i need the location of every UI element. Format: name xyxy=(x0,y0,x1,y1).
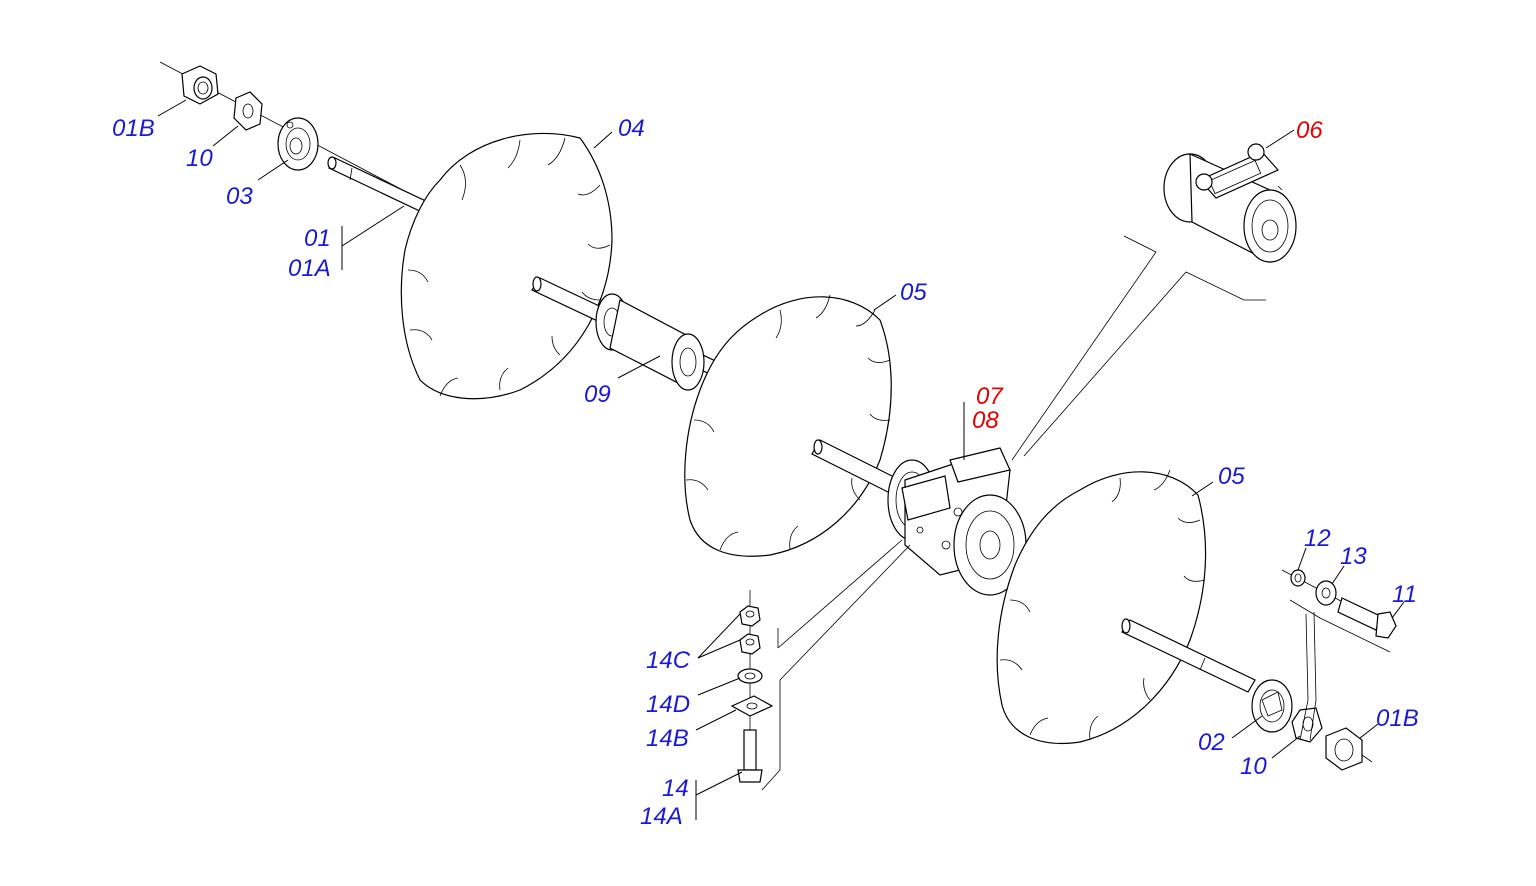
label-01b-right: 01B xyxy=(1376,705,1419,732)
hex-nut-01b-right xyxy=(1325,727,1363,771)
bearing-unit-06-detail xyxy=(1011,143,1297,461)
spacer-tube-09 xyxy=(531,276,761,395)
right-shaft-end xyxy=(1121,618,1373,771)
label-14d: 14D xyxy=(646,691,690,718)
flange-bearing-02 xyxy=(1251,679,1293,733)
nut-12 xyxy=(1290,569,1306,587)
label-01: 01 xyxy=(304,225,331,252)
flange-bearing-03 xyxy=(277,117,319,171)
label-09: 09 xyxy=(584,381,611,408)
label-13: 13 xyxy=(1340,543,1367,570)
label-10-left: 10 xyxy=(186,145,213,172)
bolt-14-stack xyxy=(730,539,911,791)
label-12: 12 xyxy=(1304,525,1331,552)
callout-labels: 01B 10 03 01 01A 04 09 05 05 06 07 08 12… xyxy=(112,115,1419,830)
carriage-bolt-14 xyxy=(737,729,763,783)
label-05-right: 05 xyxy=(1218,463,1245,490)
label-02: 02 xyxy=(1198,729,1225,756)
bolt-11 xyxy=(1337,597,1397,639)
lock-washer-10-right xyxy=(1291,707,1323,743)
leader-lines xyxy=(157,99,1405,820)
label-14: 14 xyxy=(662,775,689,802)
label-14a: 14A xyxy=(640,803,683,830)
label-08: 08 xyxy=(972,407,999,434)
shaft-01-assembly xyxy=(159,61,471,233)
label-05-middle: 05 xyxy=(900,279,927,306)
bolt-11-assembly xyxy=(1281,569,1397,639)
label-03: 03 xyxy=(226,183,253,210)
hex-nut-01b-left xyxy=(181,65,219,105)
notched-disc-05-middle xyxy=(684,294,892,557)
label-01a: 01A xyxy=(288,255,331,282)
label-06: 06 xyxy=(1296,117,1323,144)
bearing-housing-07-08 xyxy=(811,439,1027,596)
notched-disc-05-right xyxy=(996,469,1207,745)
notched-disc-04 xyxy=(400,132,613,400)
label-10-right: 10 xyxy=(1240,753,1267,780)
label-11: 11 xyxy=(1392,581,1417,608)
washer-13 xyxy=(1315,580,1337,606)
label-07: 07 xyxy=(976,383,1004,410)
label-14c: 14C xyxy=(646,647,691,674)
label-14b: 14B xyxy=(646,725,689,752)
nut-14c-bottom xyxy=(739,633,761,655)
label-01b-left: 01B xyxy=(112,115,155,142)
lock-washer-10-left xyxy=(233,91,263,131)
washer-14d xyxy=(737,668,763,684)
label-04: 04 xyxy=(618,115,645,142)
nut-14c-top xyxy=(739,605,761,627)
square-washer-14b xyxy=(730,695,774,717)
